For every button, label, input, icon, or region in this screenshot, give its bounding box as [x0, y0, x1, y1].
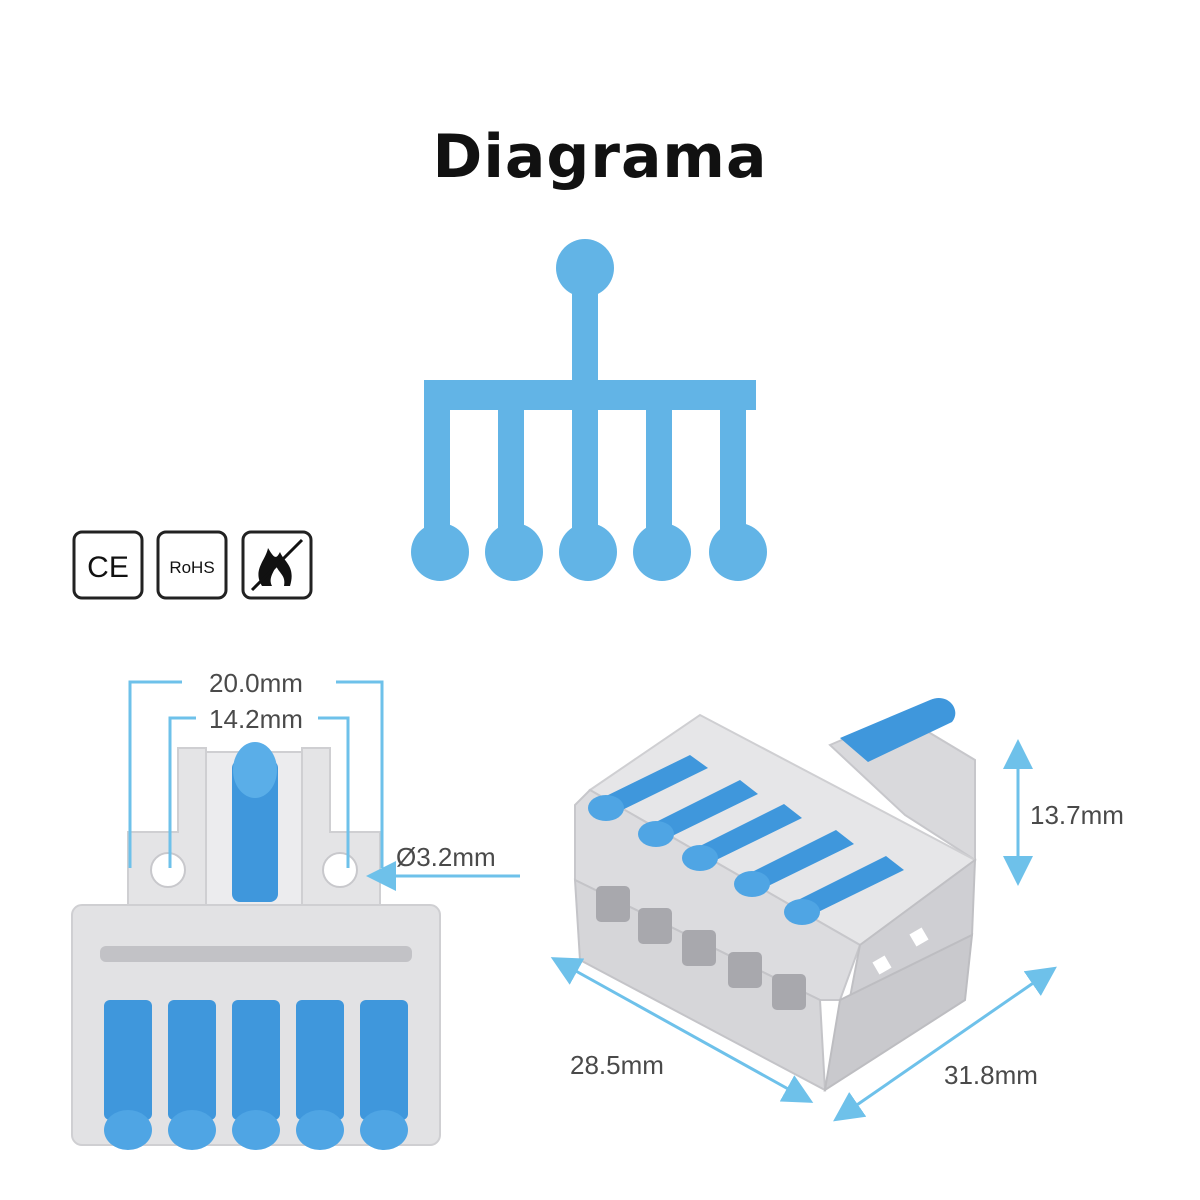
bus-bar	[424, 380, 756, 410]
connector-front-view: 20.0mm 14.2mm Ø3.2mm	[71, 668, 520, 1150]
output-node-4	[633, 523, 691, 581]
dim-hole-diameter: Ø3.2mm	[396, 842, 496, 872]
output-node-3	[559, 523, 617, 581]
mounting-hole-right	[322, 852, 358, 888]
output-levers	[104, 1000, 408, 1150]
mounting-hole-left	[150, 852, 186, 888]
input-stem	[572, 268, 598, 386]
dim-outer-width: 20.0mm	[209, 668, 303, 698]
output-leg-1	[424, 380, 450, 550]
splitter-diagram-icon	[411, 239, 767, 581]
dim-height: 13.7mm	[1030, 800, 1124, 830]
page-title: Diagrama	[432, 122, 768, 192]
flame-retardant-icon	[241, 530, 313, 600]
output-node-5	[709, 523, 767, 581]
svg-text:CE: CE	[87, 551, 129, 584]
connector-iso-view: 13.7mm 28.5mm 31.8mm	[550, 698, 1124, 1122]
ce-mark-icon: CE	[72, 530, 144, 600]
output-leg-5	[720, 380, 746, 550]
output-node-2	[485, 523, 543, 581]
dim-depth: 31.8mm	[944, 1060, 1038, 1090]
dim-hole-spacing: 14.2mm	[209, 704, 303, 734]
dimension-lines-front	[128, 680, 520, 891]
iso-levers	[588, 755, 904, 925]
dimension-lines-iso	[550, 739, 1057, 1122]
svg-text:RoHS: RoHS	[169, 558, 214, 577]
dim-length: 28.5mm	[570, 1050, 664, 1080]
input-lever	[232, 760, 278, 902]
certification-badges: CE RoHS	[72, 530, 313, 600]
output-node-1	[411, 523, 469, 581]
rohs-icon: RoHS	[156, 530, 228, 600]
